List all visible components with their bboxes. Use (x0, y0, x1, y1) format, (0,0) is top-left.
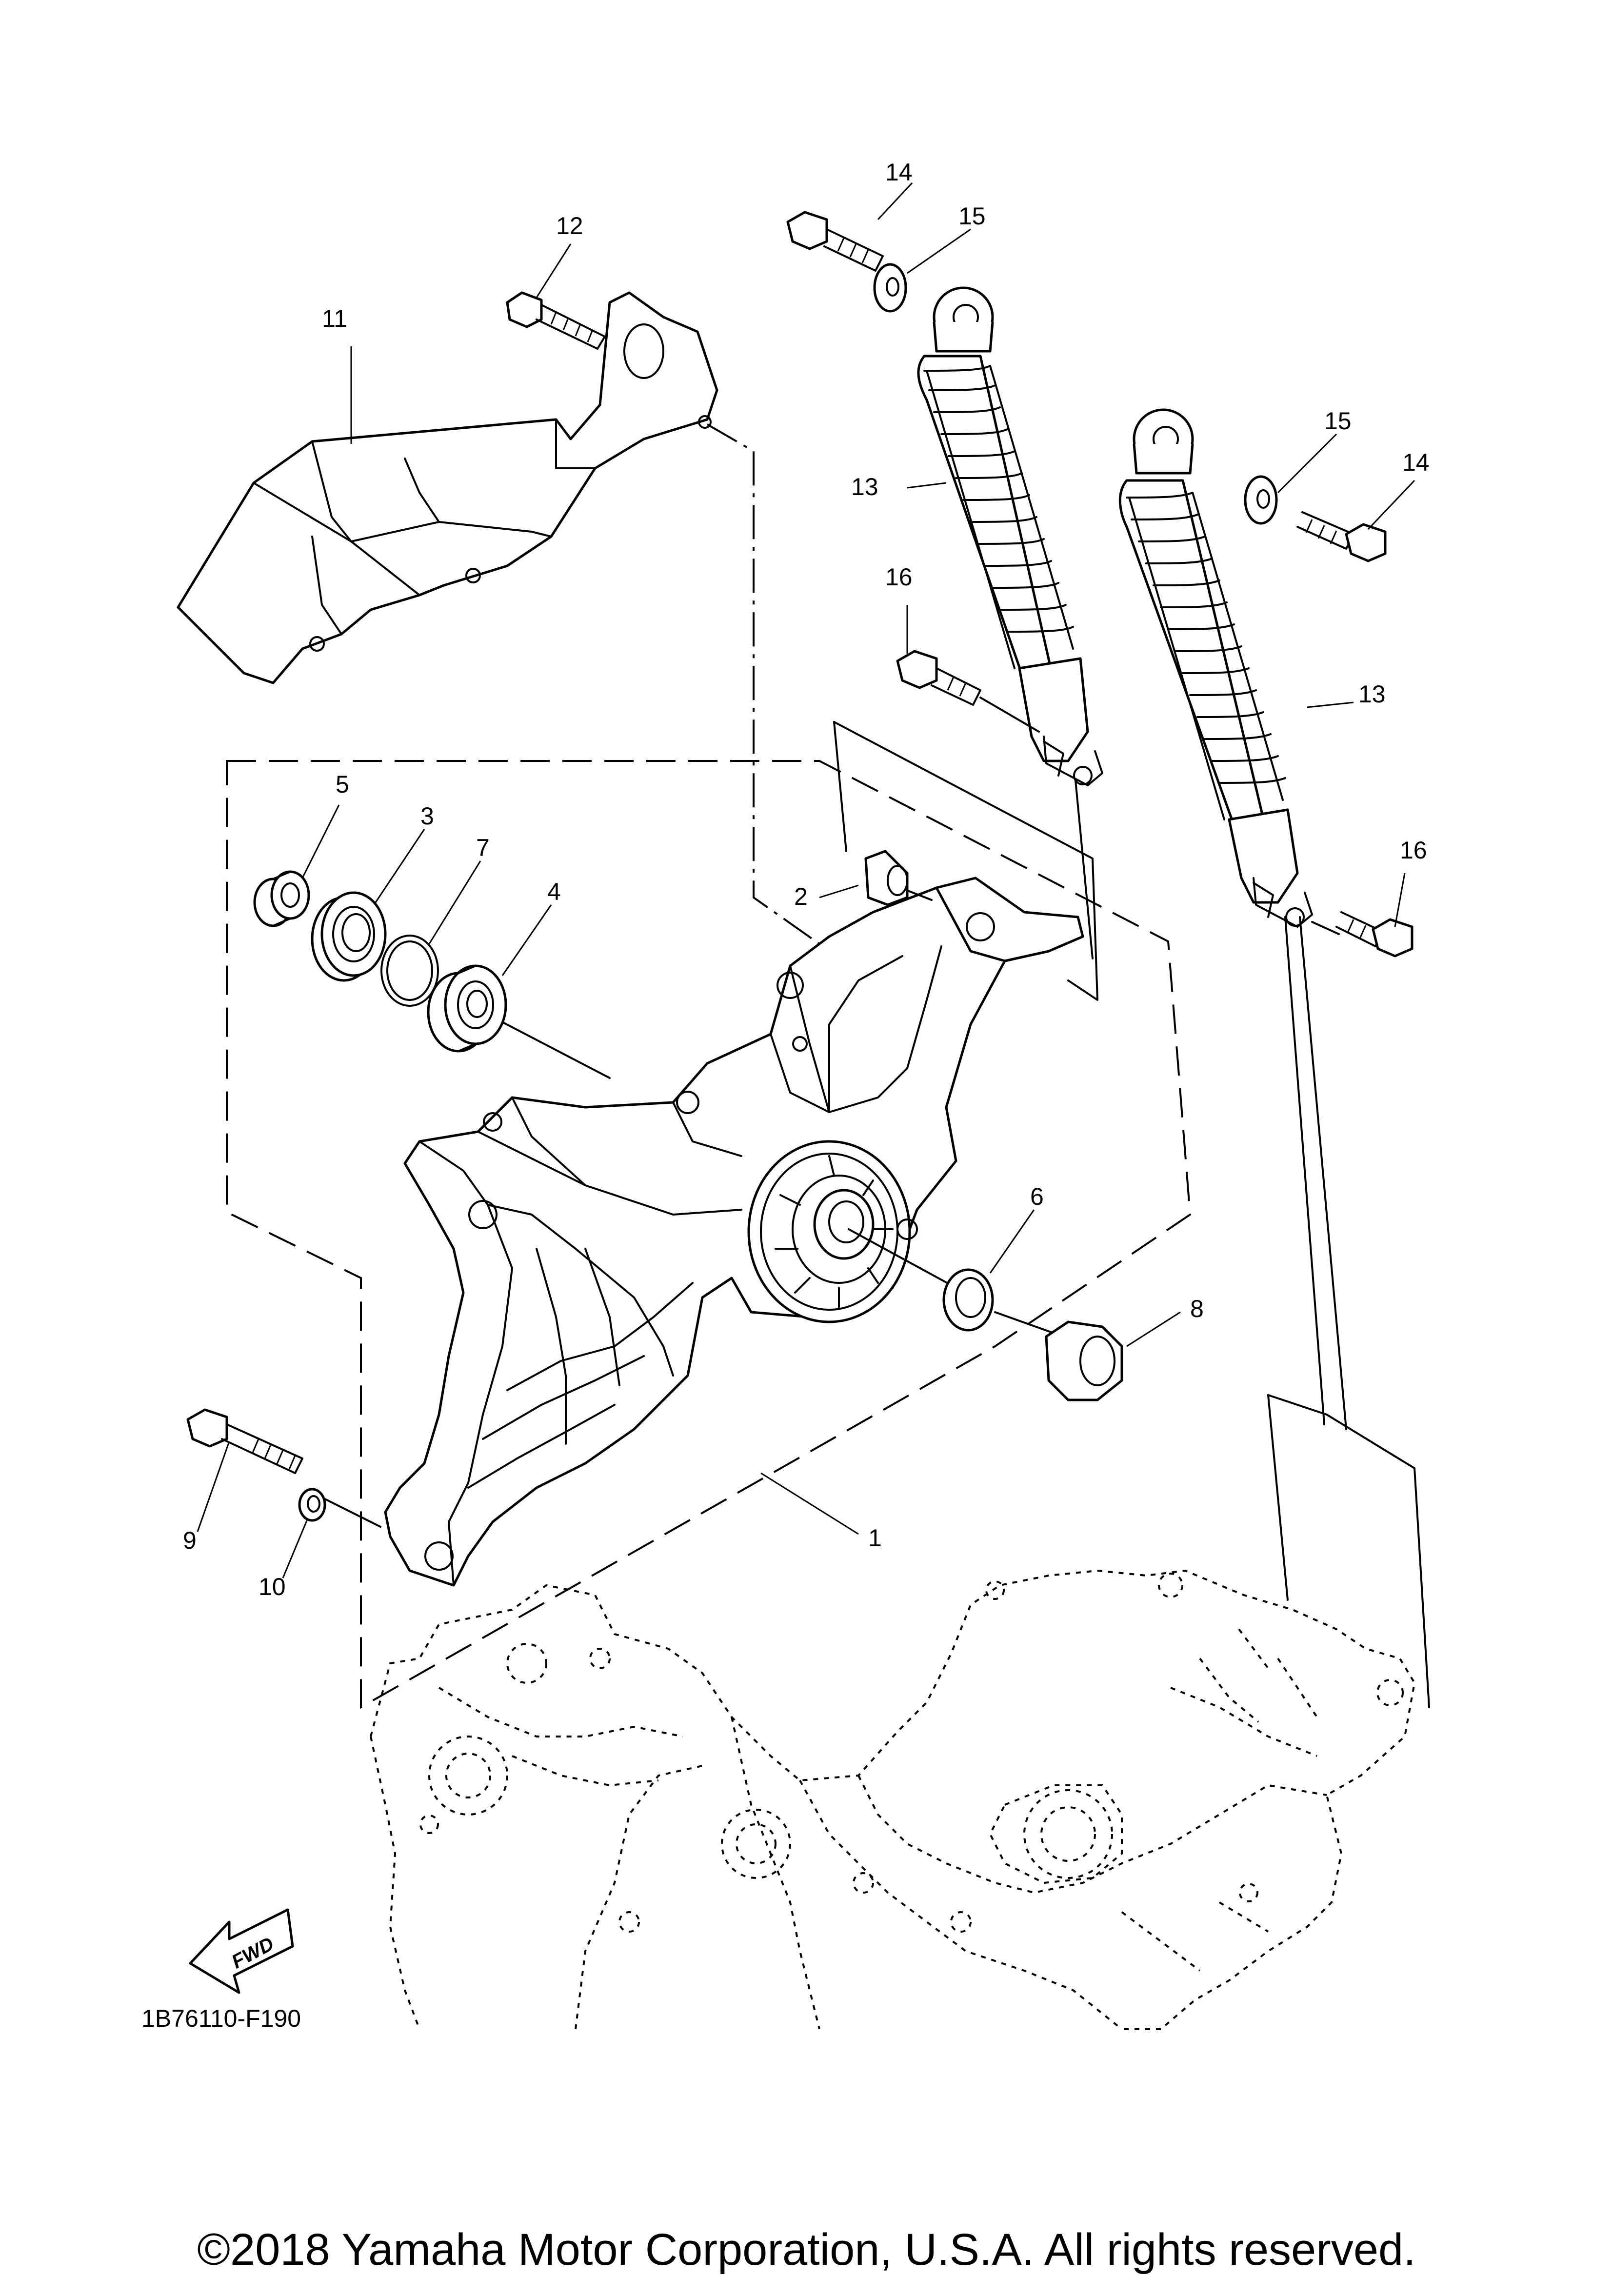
part-12-bolt (506, 291, 606, 350)
callout-7: 7 (476, 834, 490, 861)
callout-4: 4 (547, 878, 561, 905)
callout-2: 2 (794, 883, 808, 910)
callout-14-left: 14 (885, 159, 913, 186)
part-9-bolt (186, 1408, 303, 1474)
part-2-collar (864, 850, 909, 906)
part-16-bolt-right (1311, 911, 1414, 958)
part-4-bearing (427, 964, 507, 1053)
callout-16-left: 16 (885, 563, 913, 591)
copyright-notice: ©2018 Yamaha Motor Corporation, U.S.A. A… (197, 2225, 1416, 2275)
callout-3: 3 (420, 802, 434, 830)
part-3-oil-seal (311, 891, 387, 982)
part-5-spacer (253, 870, 310, 927)
part-11-cover-guard (177, 291, 718, 684)
callout-16-right: 16 (1400, 837, 1427, 864)
fwd-arrow-icon: FWD (189, 1908, 294, 1994)
part-1-bracket (384, 877, 1084, 1587)
part-7-circlip (380, 935, 439, 1007)
part-13-shock-right (1118, 408, 1313, 928)
part-6-washer (942, 1268, 994, 1332)
callout-15-left: 15 (958, 202, 986, 230)
part-13-shock-left (917, 286, 1103, 786)
engine-case (370, 1569, 1416, 2030)
callout-5: 5 (336, 771, 349, 798)
callout-leaders (197, 182, 1415, 1578)
diagram-code: 1B76110-F190 (141, 2005, 301, 2032)
callout-8: 8 (1190, 1295, 1204, 1322)
part-14-bolt-right (1296, 511, 1387, 562)
callout-labels: 14 15 12 11 13 16 15 14 13 16 5 3 7 4 2 … (183, 159, 1430, 1600)
callout-15-right: 15 (1324, 407, 1352, 435)
part-16-bolt-left (896, 650, 1040, 733)
callout-10: 10 (259, 1573, 286, 1600)
part-14-bolt-left (786, 211, 884, 272)
part-8-grommet (1045, 1320, 1123, 1401)
right-mount-outline (1267, 1394, 1430, 1708)
shock-mount-outline (833, 721, 1098, 1001)
part-15-washer-left (873, 263, 907, 313)
callout-13-left: 13 (851, 473, 878, 500)
callout-1: 1 (868, 1524, 882, 1552)
part-10-washer (298, 1488, 326, 1522)
callout-14-right: 14 (1402, 449, 1430, 476)
callout-11: 11 (322, 305, 347, 332)
callout-6: 6 (1030, 1183, 1044, 1210)
part-15-washer-right (1244, 475, 1278, 525)
callout-9: 9 (183, 1527, 197, 1554)
assembly-outline (226, 760, 1192, 1709)
callout-12: 12 (556, 212, 583, 240)
callout-13-right: 13 (1358, 680, 1386, 708)
